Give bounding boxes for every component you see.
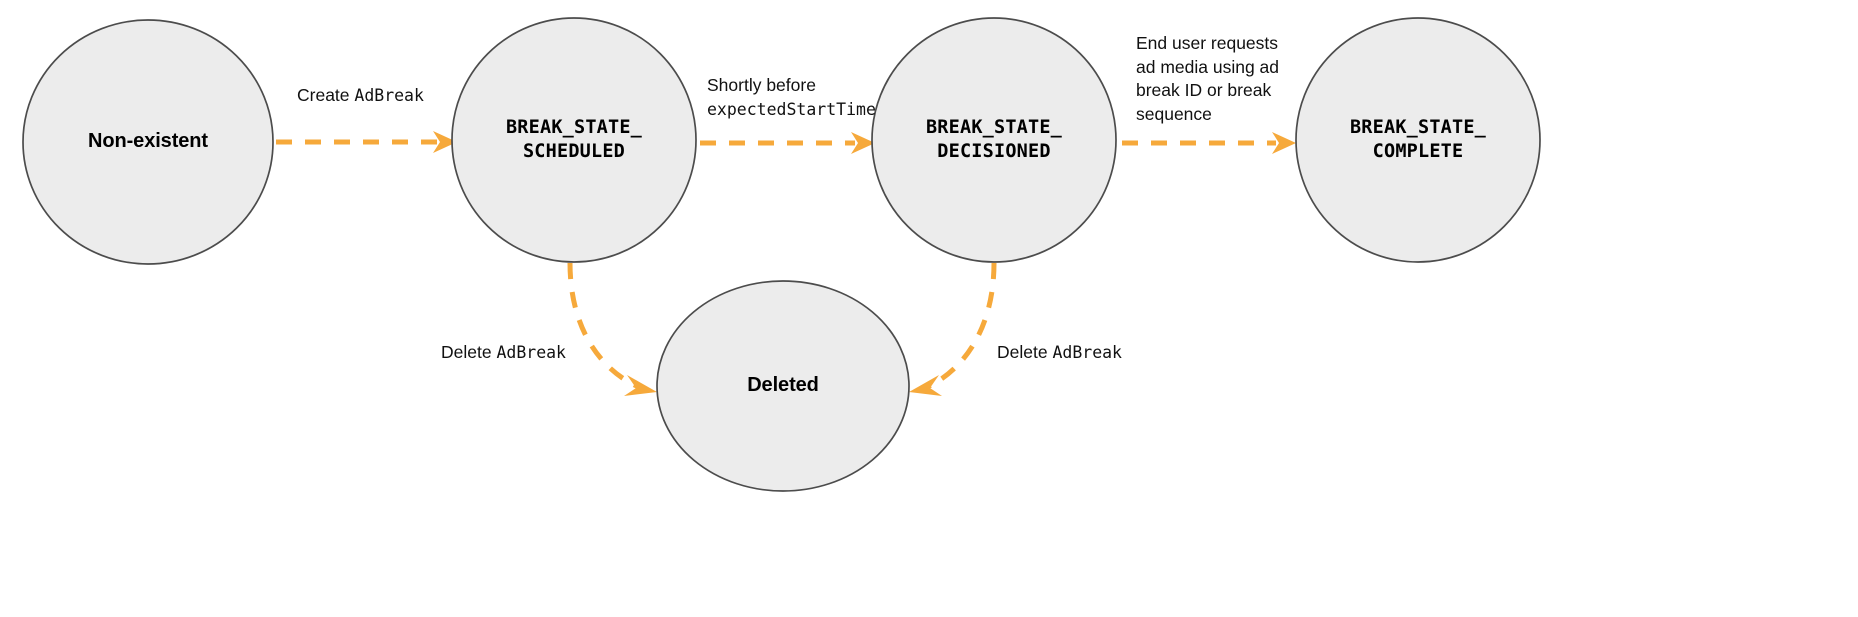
node-deleted[interactable] (656, 280, 910, 492)
edge-shortly-before-expected-start-time (700, 132, 875, 154)
node-non-existent[interactable] (22, 19, 274, 265)
node-break-state-scheduled[interactable] (451, 17, 697, 263)
node-break-state-complete[interactable] (1295, 17, 1541, 263)
edge-end-user-requests-ad-media (1122, 132, 1296, 154)
node-break-state-decisioned[interactable] (871, 17, 1117, 263)
edge-delete-adbreak-from-decisioned (909, 262, 997, 396)
edge-delete-adbreak-from-scheduled (567, 262, 657, 396)
edge-create-adbreak (276, 131, 457, 153)
